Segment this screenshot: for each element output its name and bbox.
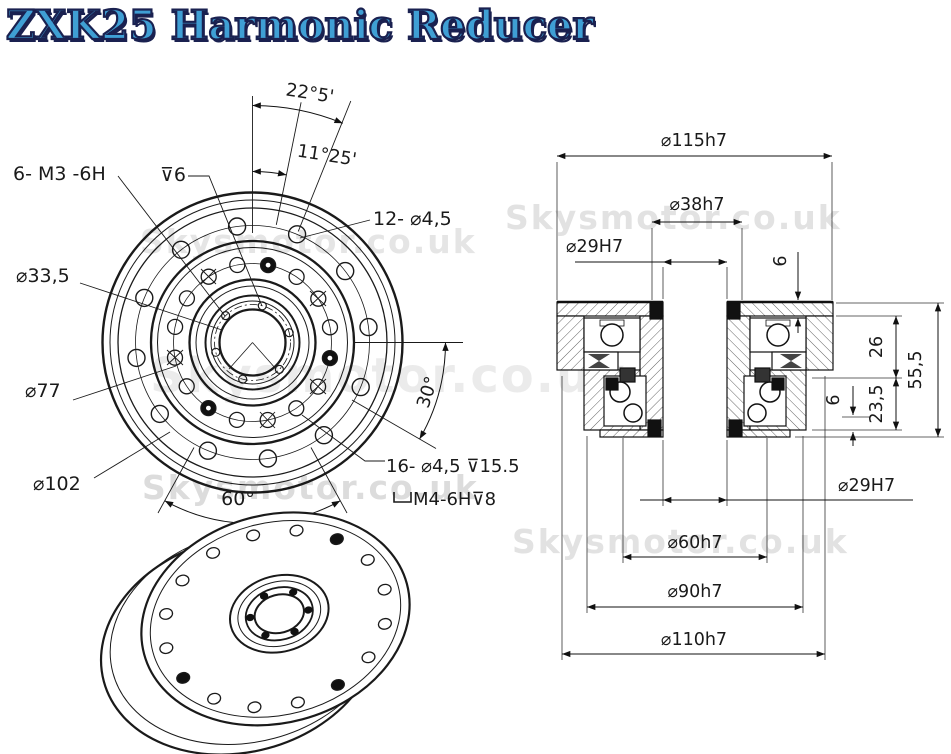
label-dia-60: ⌀60h7	[667, 533, 722, 553]
seal-block	[605, 377, 619, 391]
label-dia-29-top: ⌀29H7	[566, 237, 623, 257]
label-dia-29-bottom: ⌀29H7	[838, 476, 895, 496]
iso-bearing-balls	[246, 588, 313, 639]
watermark: Skysmotor.co.uk	[150, 348, 627, 404]
label-holes-12: 12- ⌀4,5	[373, 208, 452, 230]
dimension-lines	[557, 152, 942, 658]
watermark: Skysmotor.co.uk	[505, 198, 842, 237]
label-dia-33-5: ⌀33,5	[16, 265, 70, 287]
front-view	[72, 96, 463, 524]
page-title: ZXK25 Harmonic Reducer	[5, 1, 595, 50]
label-thread-6-m3: 6- M3 -6H	[13, 163, 106, 185]
iso-hub	[228, 573, 330, 654]
section-view	[556, 152, 944, 660]
watermark: Skysmotor.co.uk	[140, 222, 477, 261]
section-half-mirrored	[725, 300, 835, 439]
label-angle-11-25: 11°25'	[296, 141, 358, 171]
extension-lines	[556, 162, 944, 660]
center-marks	[228, 342, 277, 370]
seal-block	[619, 367, 636, 383]
label-dia-115: ⌀115h7	[661, 131, 727, 151]
label-holes-16: 16- ⌀4,5 ⊽15.5	[386, 456, 520, 477]
label-depth-6-bottom: 6	[824, 394, 844, 405]
label-depth-6: ⊽6	[160, 164, 186, 186]
label-dia-110: ⌀110h7	[661, 630, 727, 650]
label-angle-60: 60°	[221, 488, 255, 510]
wave-generator	[588, 354, 610, 368]
seal-block	[649, 302, 663, 320]
section-half	[556, 300, 664, 438]
label-dia-102: ⌀102	[33, 473, 81, 495]
label-len-55-5: 55,5	[906, 351, 926, 390]
label-dia-77: ⌀77	[25, 380, 61, 402]
iso-bolt-holes	[159, 524, 392, 714]
label-angle-22-5: 22°5'	[284, 79, 335, 107]
label-len-23-5: 23,5	[867, 385, 887, 424]
isometric-view	[99, 511, 411, 754]
front-view-labels: 6- M3 -6H ⊽6 ⌀33,5 ⌀77 ⌀102 12- ⌀4,5 22°…	[13, 79, 520, 510]
label-dia-38: ⌀38h7	[669, 195, 724, 215]
leader-lines	[72, 175, 385, 479]
section-view-labels: ⌀115h7 ⌀38h7 ⌀29H7 6 26 55,5 23,5 6 ⌀29H…	[566, 131, 926, 650]
label-depth-6-top: 6	[771, 255, 791, 266]
label-len-26: 26	[867, 336, 887, 358]
counterbore-icon	[393, 492, 412, 503]
label-dia-90: ⌀90h7	[667, 582, 722, 602]
hub-holes-6	[211, 301, 294, 384]
label-tap-m4: M4-6H⊽8	[413, 489, 496, 510]
screw-cross-marks	[166, 268, 327, 429]
bolt-holes-16	[166, 256, 339, 429]
label-angle-30: 30°	[413, 374, 443, 411]
seal-block	[647, 419, 662, 437]
bolt-holes-12	[127, 217, 378, 468]
